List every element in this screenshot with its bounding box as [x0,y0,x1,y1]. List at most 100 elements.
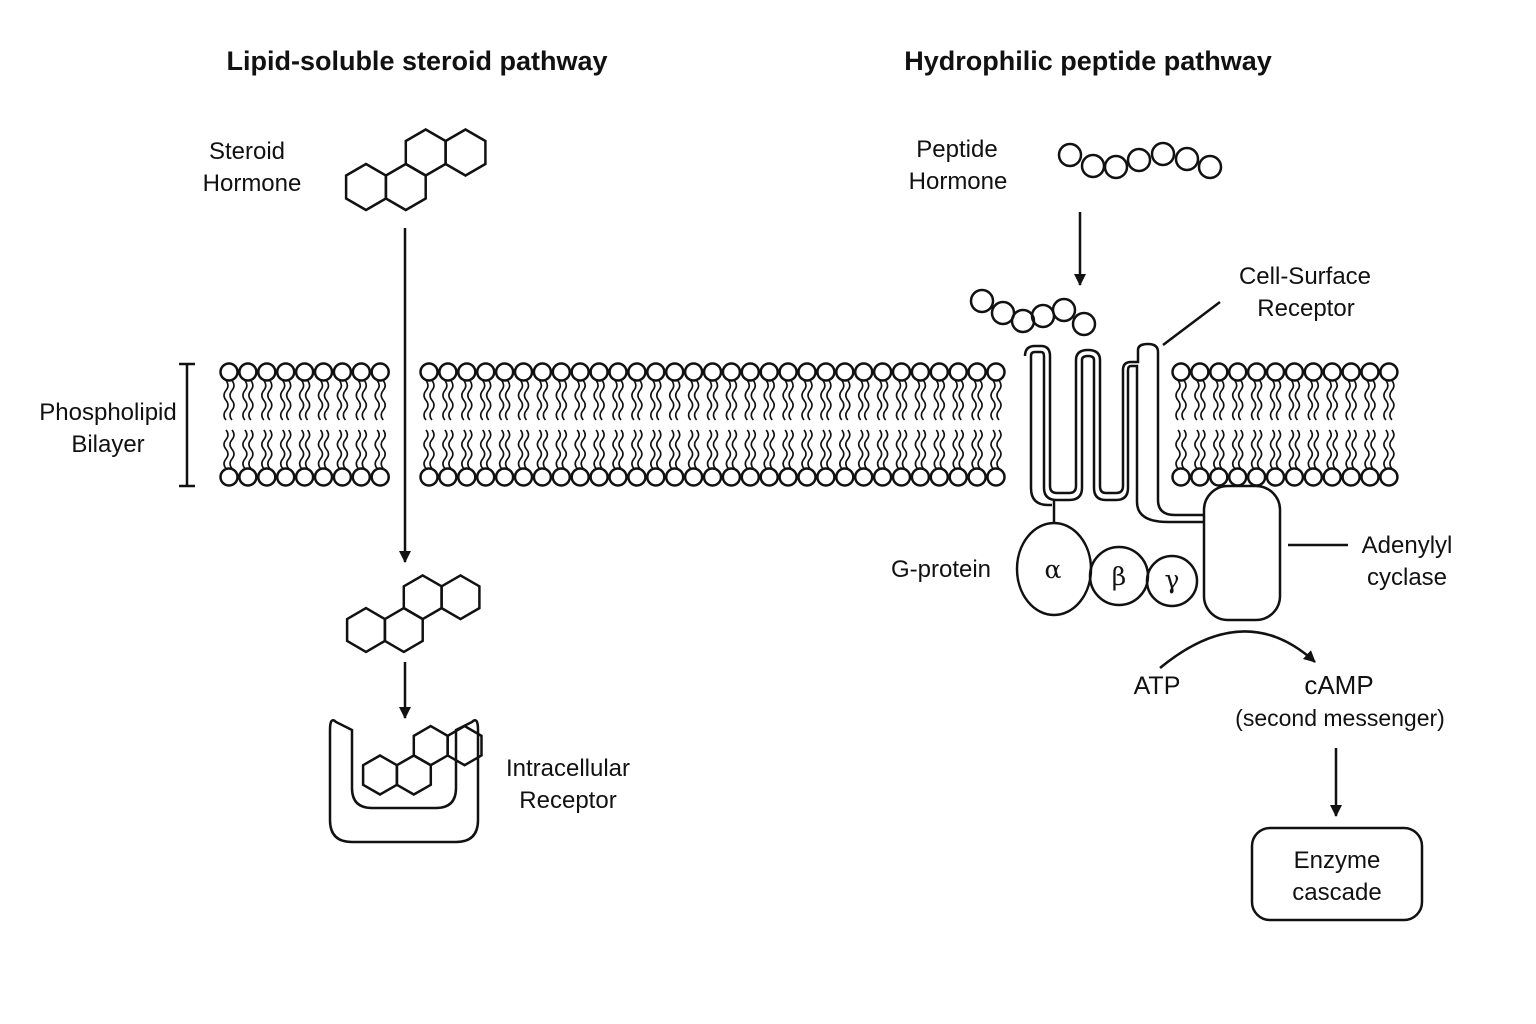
adenylyl-cyclase [1202,484,1282,622]
phospholipid-tail [599,379,605,421]
phospholipid-tail [1294,429,1301,470]
amino-acid-bead [1051,297,1077,323]
phospholipid-head [816,467,836,487]
phospholipid-tail [429,429,435,470]
phospholipid-tail [895,429,902,470]
phospholipid-tail [731,379,738,421]
right-pathway-title: Hydrophilic peptide pathway [904,46,1272,76]
phospholipid-tail [467,429,473,470]
phospholipid-tail [304,379,311,421]
amino-acid-bead [1080,153,1106,179]
phospholipid-head [513,467,534,487]
phospholipid-tail [317,379,324,421]
phospholipid-tail [1275,429,1282,470]
steroid-hormone-label-line2: Hormone [203,170,302,197]
steroid-hormone-molecule [344,128,487,212]
phospholipid-head [759,467,779,487]
phospholipid-tail [355,429,362,470]
phospholipid-tail [229,429,235,470]
phospholipid-head [257,467,277,487]
amino-acid-bead [1197,154,1223,180]
phospholipid-tail [637,429,643,470]
phospholipid-tail [298,379,305,421]
phospholipid-tail [593,429,599,470]
intracellular-receptor-label-line2: Receptor [519,787,616,814]
phospholipid-head [608,467,628,487]
phospholipid-tail [933,379,940,421]
phospholipid-tail [920,379,927,421]
phospholipid-head [589,467,609,487]
phospholipid-tail [361,379,368,421]
phospholipid-head [1190,467,1210,487]
steroid-ring [440,573,481,621]
phospholipid-tail [1175,429,1181,470]
left-pathway-title: Lipid-soluble steroid pathway [226,46,607,76]
phospholipid-head [967,467,987,487]
atp-label: ATP [1134,672,1181,700]
phospholipid-head [683,467,704,487]
phospholipid-head [797,362,817,382]
cell-surface-receptor [1023,342,1204,524]
phospholipid-tail [336,379,343,421]
phospholipid-tail [901,379,908,421]
phospholipid-tail [248,379,254,421]
phospholipid-tail [706,379,713,421]
phospholipid-head [532,362,553,382]
phospholipid-tail [336,429,343,470]
phospholipid-head [370,362,390,382]
phospholipid-tail [731,429,738,470]
phospholipid-tail [242,429,248,470]
beta-symbol: β [1112,562,1126,591]
phospholipid-head [910,362,931,382]
phospholipid-head [646,467,666,487]
phospholipid-tail [523,429,530,470]
phospholipid-tail [763,379,769,421]
phospholipid-tail [631,429,637,470]
phospholipid-tail [839,429,845,470]
phospholipid-tail [769,429,775,470]
phospholipid-tail [933,429,940,470]
phospholipid-head [238,467,258,487]
phospholipid-tail [650,429,656,470]
phospholipid-head [257,362,277,382]
phospholipid-tail [637,379,643,421]
phospholipid-head [551,467,572,487]
phospholipid-tail [839,379,845,421]
phospholipid-head [948,362,968,382]
phospholipid-head [1322,467,1342,487]
phospholipid-tail [342,379,349,421]
phospholipid-head [702,362,723,382]
phospholipid-head [294,467,315,487]
phospholipid-tail [223,429,229,470]
phospholipid-tail [485,379,492,421]
phospholipid-head [872,362,893,382]
phospholipid-tail [971,429,977,470]
phospholipid-tail [229,379,235,421]
phospholipid-tail [712,379,719,421]
phospholipid-tail [504,379,511,421]
phospholipid-tail [580,379,586,421]
phospholipid-head [532,467,553,487]
phospholipid-head [551,362,572,382]
phospholipid-tail [342,429,349,470]
phospholipid-head [1171,467,1191,487]
phospholipid-head [664,467,685,487]
phospholipid-tail [674,429,681,470]
phospholipid-tail [1370,429,1376,470]
adenylyl-cyclase-label-line2: cyclase [1367,564,1447,591]
phospholipid-tail [820,379,826,421]
peptide-hormone-label-line2: Hormone [909,168,1008,195]
phospholipid-tail [448,429,454,470]
amino-acid-bead [990,300,1016,326]
phospholipid-tail [498,379,505,421]
phospholipid-tail [1275,379,1282,421]
g-protein-label: G-protein [891,556,991,583]
alpha-symbol: α [1045,555,1062,584]
phospholipid-tail [807,379,813,421]
g-protein-gamma-subunit [1145,554,1199,608]
phospholipid-tail [442,429,448,470]
phospholipid-tail [423,379,429,421]
second-messenger-label: (second messenger) [1235,705,1445,731]
phospholipid-head [835,362,855,382]
phospholipid-tail [1326,379,1332,421]
